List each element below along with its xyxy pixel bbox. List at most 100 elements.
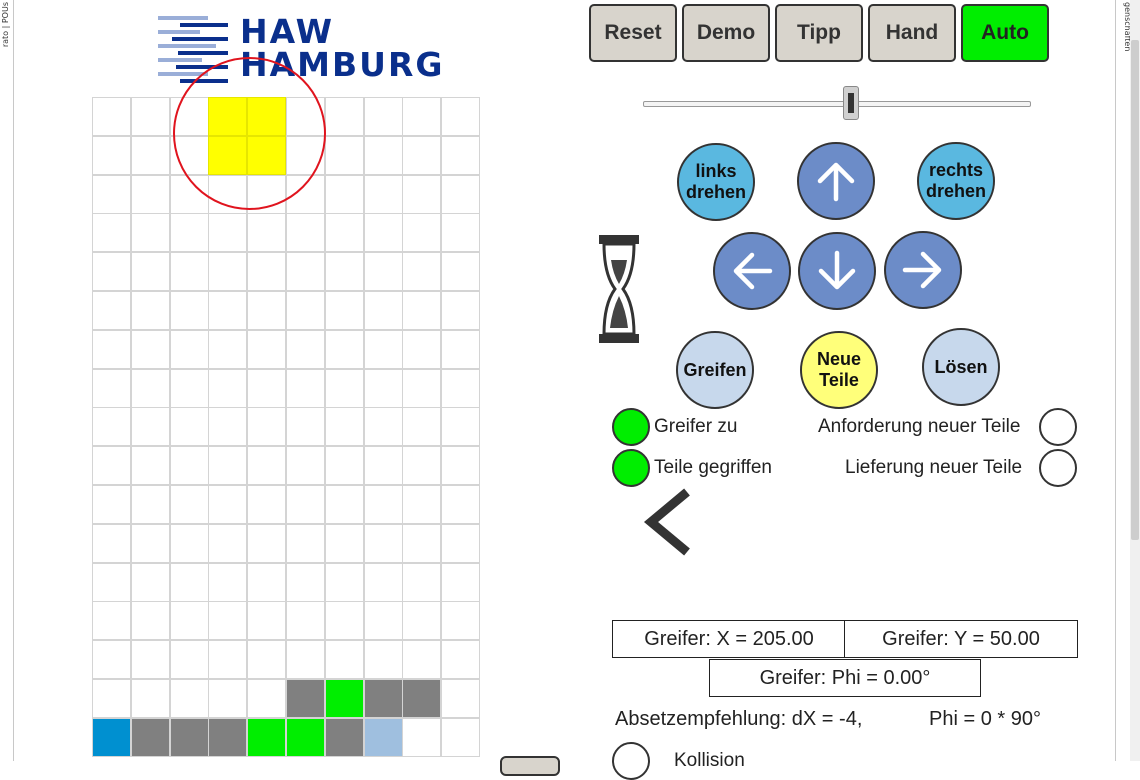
haw-hamburg-logo: HAW HAMBURG <box>158 12 442 84</box>
board-cell <box>208 601 248 641</box>
board-cell <box>247 368 287 408</box>
board-cell <box>324 135 364 175</box>
board-cell <box>208 368 248 408</box>
board-cell <box>286 407 325 447</box>
board-block <box>324 679 364 718</box>
board-cell <box>363 562 403 602</box>
board-cell <box>441 640 481 680</box>
collision-label: Kollision <box>674 750 745 771</box>
board-cell <box>402 485 442 524</box>
board-cell <box>130 601 170 641</box>
board-cell <box>324 213 364 253</box>
board-cell <box>130 329 170 369</box>
board-cell <box>169 252 209 292</box>
board-cell <box>363 601 403 641</box>
parts-gripped-lamp <box>612 449 650 487</box>
board-cell <box>169 291 209 330</box>
board-cell <box>247 407 287 447</box>
board-cell <box>363 407 403 447</box>
board-block <box>324 717 364 757</box>
move-up-button[interactable] <box>797 142 875 220</box>
board-cell <box>130 252 170 292</box>
board-cell <box>130 485 170 524</box>
board-cell <box>92 135 131 175</box>
delivery-new-parts-label: Lieferung neuer Teile <box>845 457 1023 478</box>
board-cell <box>441 213 481 253</box>
board-cell <box>130 562 170 602</box>
move-right-button[interactable] <box>884 231 962 309</box>
board-cell <box>324 485 364 524</box>
board-block <box>92 717 131 757</box>
board-cell <box>363 174 403 214</box>
board-cell <box>441 407 481 447</box>
board-cell <box>324 291 364 330</box>
new-parts-button[interactable]: Neue Teile <box>800 331 878 409</box>
arrow-up-icon <box>817 162 855 202</box>
rotate-left-button[interactable]: links drehen <box>677 143 755 221</box>
board-cell <box>92 407 131 447</box>
request-new-parts-label: Anforderung neuer Teile <box>818 416 1021 437</box>
board-cell <box>286 523 325 563</box>
gripper-closed-lamp <box>612 408 650 446</box>
board-cell <box>363 523 403 563</box>
board-cell <box>208 485 248 524</box>
board-cell <box>130 368 170 408</box>
board-cell <box>130 174 170 214</box>
scrollbar-thumb[interactable] <box>1131 40 1139 540</box>
board-cell <box>441 485 481 524</box>
board-cell <box>441 135 481 175</box>
board-cell <box>286 213 325 253</box>
board-cell <box>92 252 131 292</box>
vertical-scrollbar[interactable] <box>1130 0 1140 761</box>
release-button[interactable]: Lösen <box>922 328 1000 406</box>
board-cell <box>441 601 481 641</box>
hand-button[interactable]: Hand <box>868 4 956 62</box>
board-cell <box>169 679 209 718</box>
board-block <box>363 717 403 757</box>
move-left-button[interactable] <box>713 232 791 310</box>
board-cell <box>247 640 287 680</box>
board-cell <box>169 213 209 253</box>
board-cell <box>441 291 481 330</box>
board-cell <box>441 97 481 136</box>
board-cell <box>92 679 131 718</box>
board-cell <box>402 368 442 408</box>
board-block <box>208 717 248 757</box>
board-cell <box>208 446 248 486</box>
board-cell <box>247 679 287 718</box>
board-cell <box>402 213 442 253</box>
board-cell <box>441 679 481 718</box>
board-cell <box>402 329 442 369</box>
auto-button[interactable]: Auto <box>961 4 1049 62</box>
board-cell <box>247 485 287 524</box>
move-down-button[interactable] <box>798 232 876 310</box>
grab-button[interactable]: Greifen <box>676 331 754 409</box>
board-cell <box>324 601 364 641</box>
demo-button[interactable]: Demo <box>682 4 770 62</box>
board-cell <box>324 407 364 447</box>
left-panel-tabs[interactable]: rato | POUs <box>1 2 10 48</box>
board-cell <box>169 329 209 369</box>
right-panel-tab[interactable]: genschaften <box>1123 2 1132 52</box>
board-cell <box>92 213 131 253</box>
board-cell <box>324 252 364 292</box>
board-cell <box>286 485 325 524</box>
rotate-right-button[interactable]: rechts drehen <box>917 142 995 220</box>
speed-slider-track[interactable] <box>643 101 1031 107</box>
reset-button[interactable]: Reset <box>589 4 677 62</box>
board-block <box>286 717 325 757</box>
delivery-new-parts-lamp <box>1039 449 1077 487</box>
board-cell <box>208 523 248 563</box>
board-cell <box>324 174 364 214</box>
partial-bottom-button[interactable] <box>500 756 560 776</box>
board-cell <box>402 252 442 292</box>
speed-slider-thumb[interactable] <box>843 86 859 120</box>
board-cell <box>169 601 209 641</box>
board-cell <box>363 485 403 524</box>
board-cell <box>363 252 403 292</box>
arrow-right-icon <box>902 251 942 289</box>
board-cell <box>92 485 131 524</box>
tipp-button[interactable]: Tipp <box>775 4 863 62</box>
board-block <box>130 717 170 757</box>
gripper-x-readout: Greifer: X = 205.00 <box>612 620 846 658</box>
